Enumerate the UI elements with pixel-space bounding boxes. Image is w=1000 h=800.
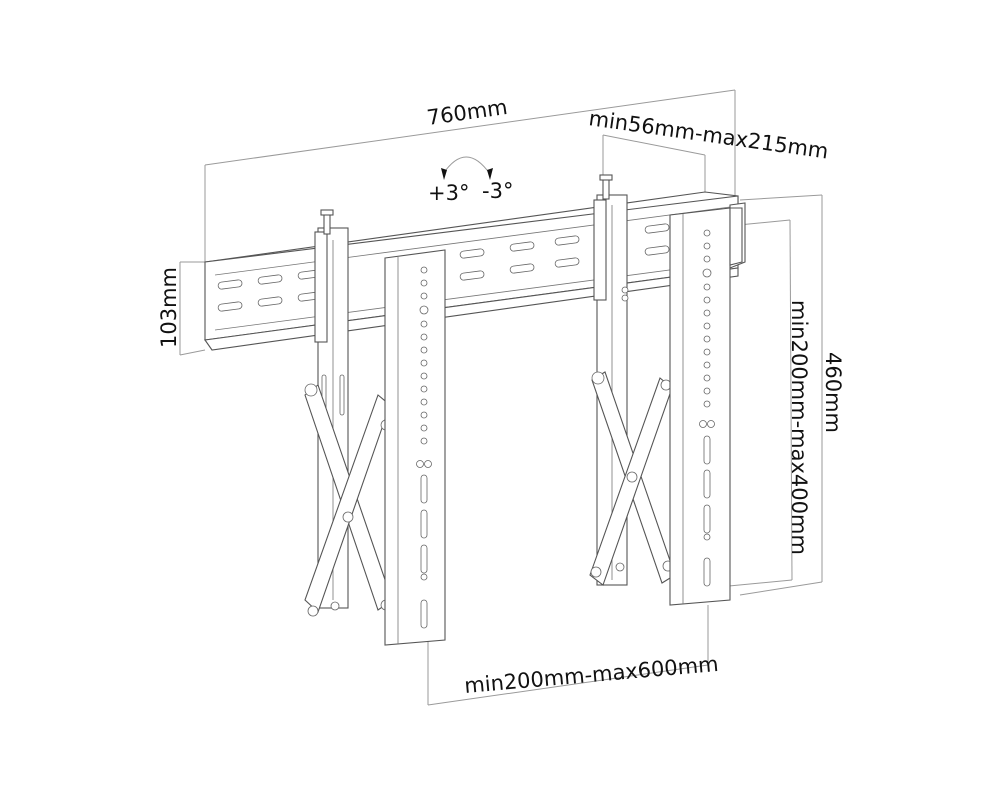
dimension-103-lines — [179, 261, 206, 356]
label-rail-height: 103mm — [157, 267, 181, 348]
label-bracket-height: 460mm — [821, 352, 845, 433]
label-depth: min56mm-max215mm — [587, 106, 830, 163]
wall-rail — [204, 191, 746, 351]
label-vertical-vesa: min200mm-max400mm — [787, 300, 811, 555]
label-horizontal-vesa: min200mm-max600mm — [463, 652, 719, 698]
label-rail-width: 760mm — [425, 95, 509, 130]
dimension-760-lines — [204, 89, 736, 262]
dimension-horizontal-vesa-lines — [427, 605, 709, 706]
right-pop-out-arm — [589, 174, 676, 586]
tilt-arc-icon — [441, 156, 493, 180]
bracket-holes — [416, 266, 432, 629]
left-pop-out-arm — [304, 209, 393, 617]
label-tilt-minus: -3° — [482, 179, 513, 203]
label-tilt-plus: +3° — [428, 181, 469, 205]
bracket-holes — [699, 229, 715, 587]
rail-slots — [217, 223, 670, 312]
left-vertical-bracket — [384, 249, 446, 646]
dimension-460-lines — [739, 194, 823, 596]
right-vertical-bracket — [669, 207, 743, 606]
